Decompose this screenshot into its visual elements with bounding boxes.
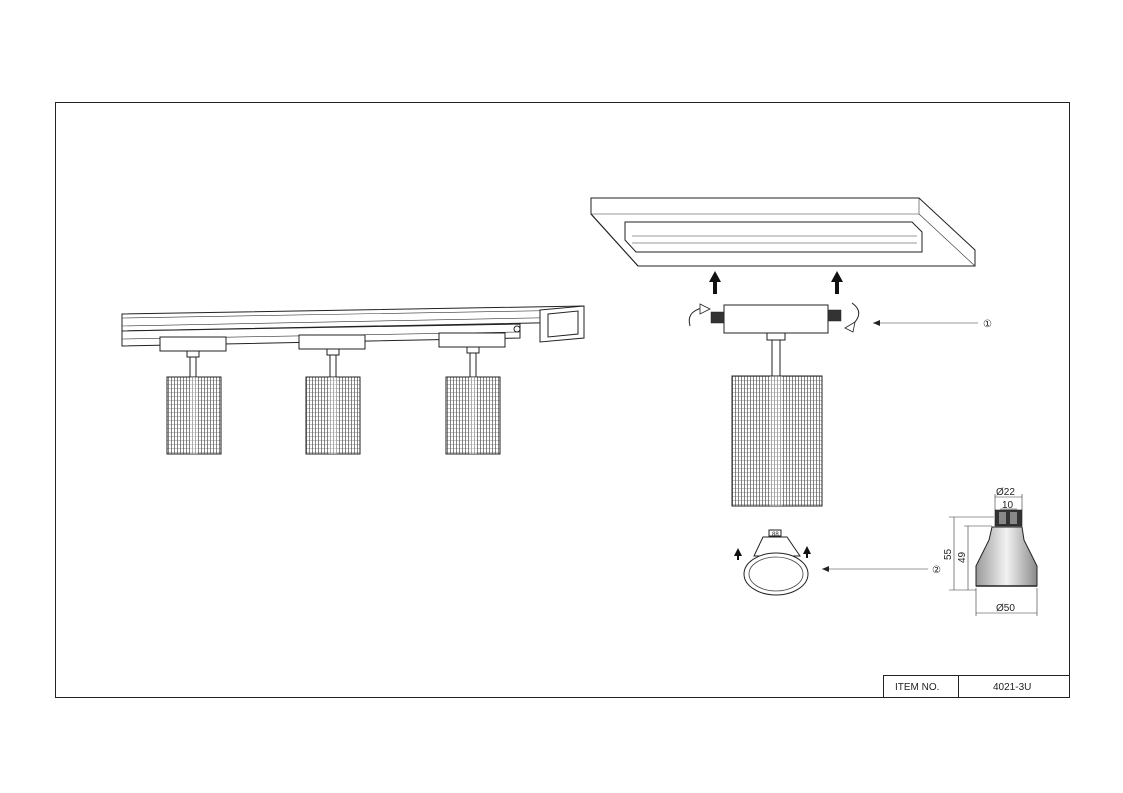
up-arrow-left bbox=[709, 271, 721, 294]
adapter bbox=[438, 332, 506, 348]
gu10-bulb-insert: 88 bbox=[743, 529, 809, 596]
track-assembly-view bbox=[121, 305, 585, 455]
item-no-label: ITEM NO. bbox=[895, 682, 939, 693]
adapter-knob-left bbox=[710, 311, 725, 324]
lamp-stem bbox=[771, 339, 781, 377]
track-channel bbox=[624, 221, 923, 253]
dim-pin-spacing: 10 bbox=[1002, 500, 1014, 511]
up-arrow-right bbox=[831, 271, 843, 294]
spotlight-3 bbox=[438, 332, 506, 455]
lamp-shade bbox=[166, 376, 222, 455]
spotlight-1 bbox=[159, 336, 227, 455]
up-arrow-small-right bbox=[803, 546, 811, 554]
dimension-lines bbox=[949, 494, 1038, 616]
spotlight-2 bbox=[298, 334, 366, 455]
drawing-frame bbox=[55, 102, 1070, 698]
lamp-shade bbox=[305, 376, 361, 455]
adapter bbox=[298, 334, 366, 350]
rotate-arrow-left bbox=[688, 307, 703, 327]
callout-1-label: ① bbox=[983, 319, 992, 330]
track-end-cap bbox=[539, 305, 585, 343]
dim-top-diameter: Ø22 bbox=[996, 487, 1015, 498]
adapter-knob-right bbox=[827, 309, 842, 322]
up-arrow-small-left bbox=[734, 548, 742, 556]
title-block: ITEM NO. 4021-3U bbox=[883, 675, 1070, 698]
track-adapter bbox=[723, 304, 829, 334]
gu10-bulb-dimension-drawing bbox=[975, 509, 1038, 587]
lamp-shade bbox=[445, 376, 501, 455]
item-no-value: 4021-3U bbox=[993, 682, 1031, 693]
callout-2-label: ② bbox=[932, 565, 941, 576]
adapter bbox=[159, 336, 227, 352]
dim-total-height: 55 bbox=[943, 548, 954, 560]
dim-body-height: 49 bbox=[957, 551, 968, 563]
dim-face-diameter: Ø50 bbox=[996, 603, 1015, 614]
svg-text:88: 88 bbox=[772, 532, 779, 538]
installation-detail-view: ① 88 ② bbox=[590, 197, 1038, 616]
ceiling-track bbox=[590, 197, 976, 267]
lamp-shade-detail bbox=[731, 375, 823, 507]
